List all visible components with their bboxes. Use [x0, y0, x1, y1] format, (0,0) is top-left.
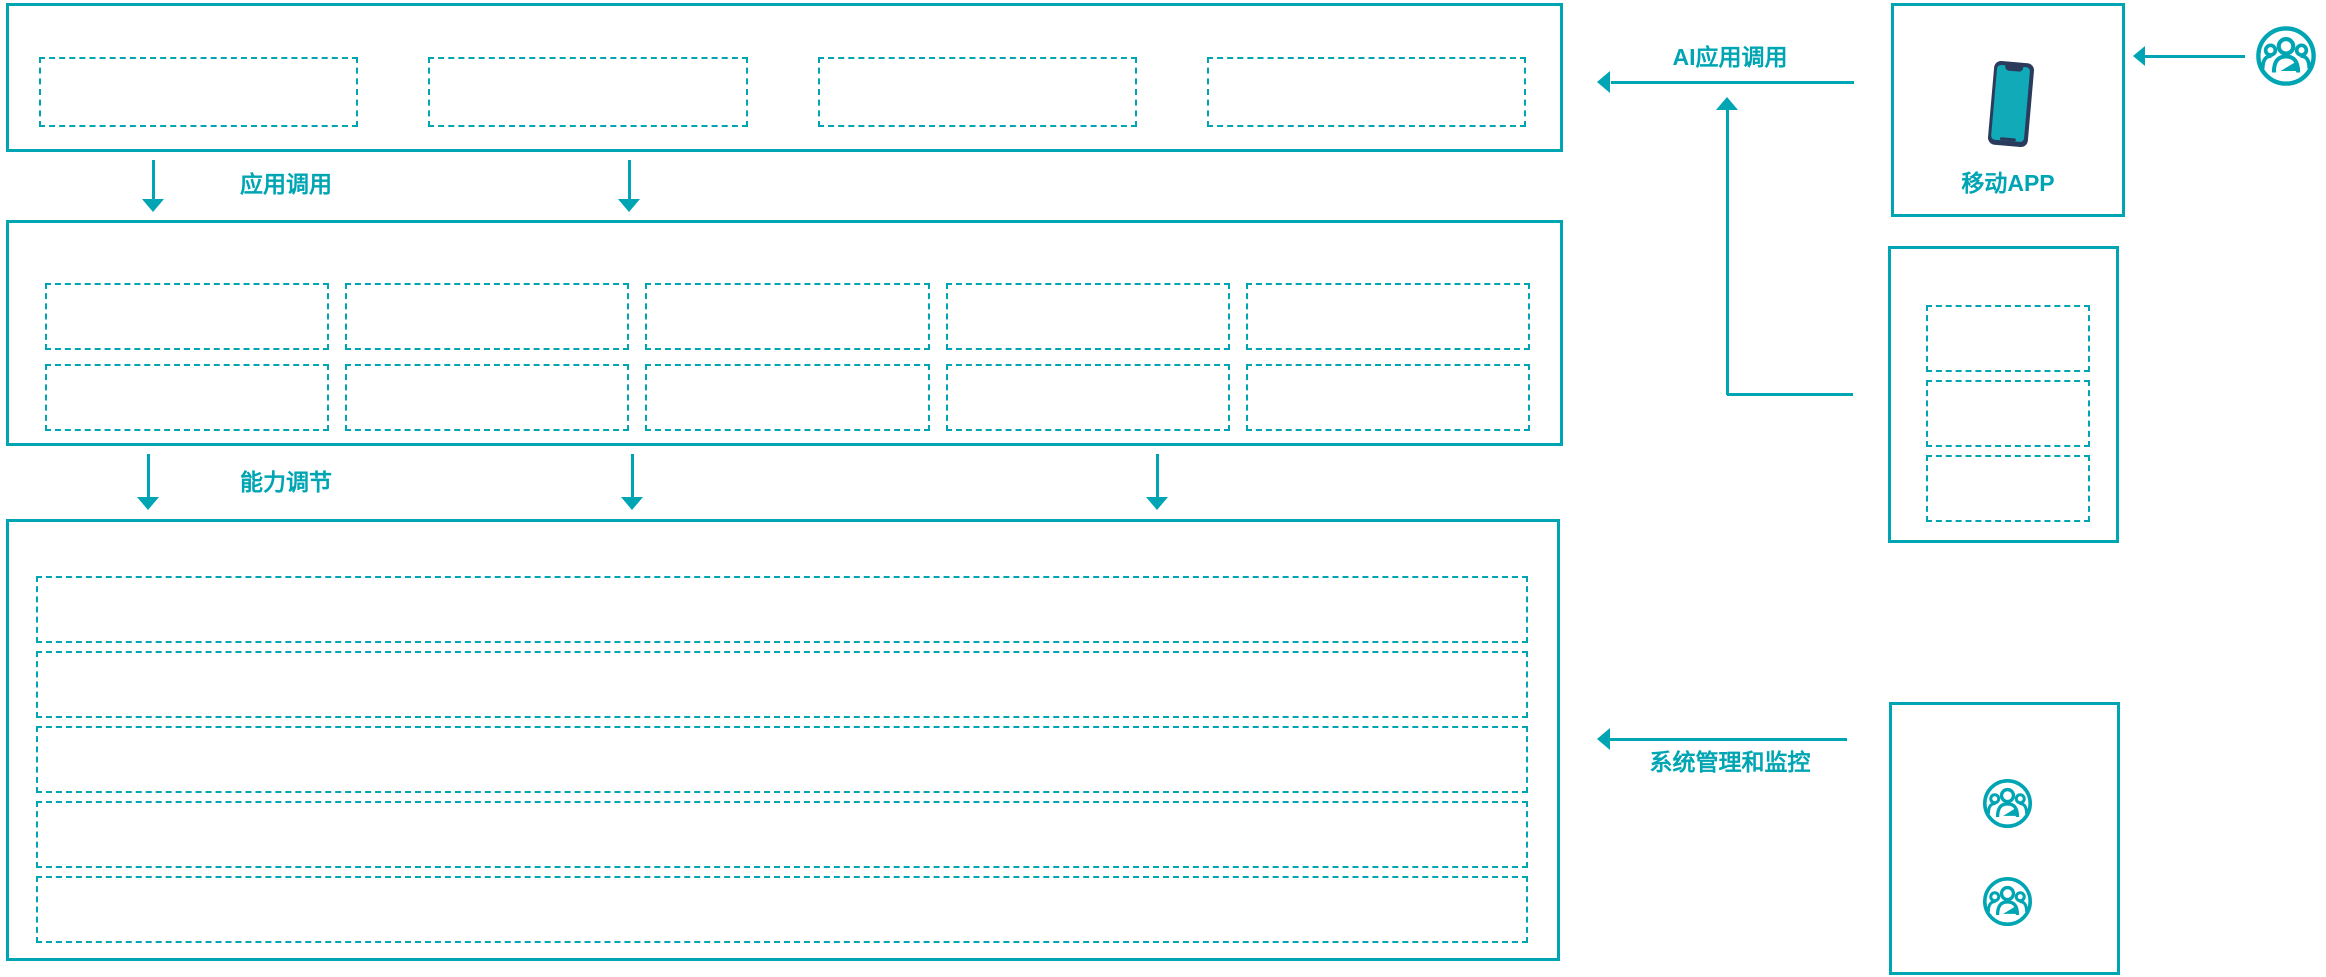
down-arrow-line	[147, 454, 150, 498]
left-arrow-line	[2145, 55, 2245, 58]
placeholder-box	[36, 651, 1528, 718]
placeholder-box	[45, 283, 330, 350]
smartphone-icon	[1987, 60, 2035, 148]
mobile-app-box: 移动APP	[1891, 3, 2125, 217]
placeholder-box	[36, 876, 1528, 943]
placeholder-box	[1926, 380, 2090, 447]
placeholder-box	[817, 57, 1137, 127]
bottom-layer-placeholders	[36, 576, 1528, 943]
flow-label-system-monitor: 系统管理和监控	[1649, 749, 1811, 775]
placeholder-box	[36, 576, 1528, 643]
placeholder-box	[45, 364, 330, 431]
user-group-icon	[2255, 24, 2317, 88]
placeholder-box	[1926, 455, 2090, 522]
placeholder-box	[1245, 283, 1530, 350]
placeholder-box	[945, 364, 1230, 431]
placeholder-box	[345, 364, 630, 431]
mobile-app-label: 移动APP	[1961, 170, 2055, 196]
smartphone-screen	[1990, 64, 2031, 143]
left-arrow-line	[1611, 81, 1854, 84]
flow-label-capability-adjust: 能力调节	[240, 469, 332, 495]
flow-label-app-call: 应用调用	[240, 171, 332, 197]
user-group-icon	[1982, 876, 2033, 927]
placeholder-box	[36, 726, 1528, 793]
down-arrow-head	[621, 497, 643, 510]
down-arrow-head	[142, 199, 164, 212]
down-arrow-head	[1146, 497, 1168, 510]
left-arrow-head	[2133, 46, 2145, 66]
down-arrow-head	[618, 199, 640, 212]
middle-layer-placeholders	[45, 283, 1530, 431]
placeholder-box	[36, 801, 1528, 868]
placeholder-box	[428, 57, 748, 127]
flow-label-ai-app-call: AI应用调用	[1672, 44, 1788, 70]
down-arrow-line	[152, 160, 155, 200]
placeholder-box	[945, 283, 1230, 350]
placeholder-box	[645, 283, 930, 350]
left-arrow-head	[1597, 728, 1610, 750]
placeholder-box	[645, 364, 930, 431]
top-layer-box	[6, 3, 1563, 152]
user-group-icon	[1982, 778, 2033, 829]
up-arrow-line	[1726, 109, 1729, 395]
smartphone-homebar	[1999, 137, 2017, 142]
connector-line	[1727, 393, 1853, 396]
gateway-box	[1888, 246, 2119, 543]
placeholder-box	[345, 283, 630, 350]
placeholder-box	[1245, 364, 1530, 431]
down-arrow-head	[137, 497, 159, 510]
admin-box	[1889, 702, 2120, 975]
placeholder-box	[39, 57, 359, 127]
down-arrow-line	[631, 454, 634, 498]
top-layer-placeholders	[39, 57, 1526, 127]
bottom-layer-box	[6, 519, 1560, 961]
left-arrow-head	[1597, 71, 1610, 93]
up-arrow-head	[1716, 97, 1738, 110]
middle-layer-box	[6, 220, 1563, 446]
down-arrow-line	[1156, 454, 1159, 498]
gateway-placeholders	[1926, 305, 2090, 522]
placeholder-box	[1206, 57, 1526, 127]
down-arrow-line	[628, 160, 631, 200]
placeholder-box	[1926, 305, 2090, 372]
left-arrow-line	[1610, 738, 1847, 741]
